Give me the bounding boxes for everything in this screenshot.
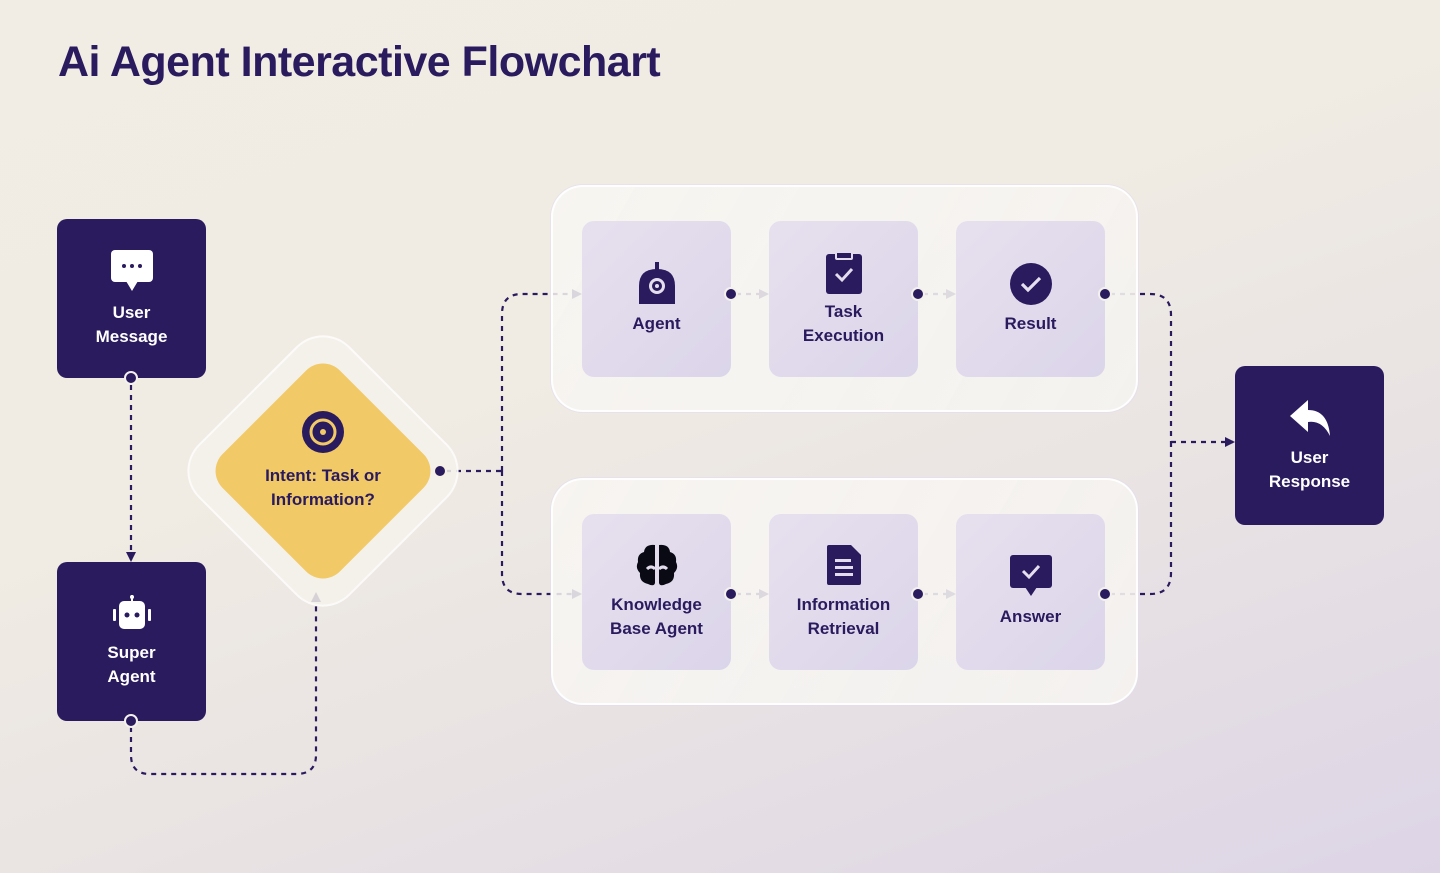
node-label: Super Agent xyxy=(107,642,156,686)
node-label: Knowledge Base Agent xyxy=(610,595,703,638)
robot-icon xyxy=(110,594,154,633)
node-label: Answer xyxy=(999,607,1062,626)
node-super-agent[interactable]: Super Agent xyxy=(57,562,206,721)
chat-bubble-icon xyxy=(110,249,154,293)
page-title: Ai Agent Interactive Flowchart xyxy=(58,38,661,86)
output-port[interactable] xyxy=(124,714,138,728)
target-icon xyxy=(301,410,345,454)
node-label: User Response xyxy=(1268,447,1351,491)
node-label: Information Retrieval xyxy=(796,595,891,638)
output-port[interactable] xyxy=(1098,287,1112,301)
reply-icon xyxy=(1288,398,1332,438)
output-port[interactable] xyxy=(1098,587,1112,601)
decision-content: Intent: Task or Information? xyxy=(228,410,418,512)
node-label: Task Execution xyxy=(802,302,885,345)
output-port[interactable] xyxy=(911,587,925,601)
output-port[interactable] xyxy=(911,287,925,301)
node-label: Intent: Task or Information? xyxy=(265,466,381,509)
message-check-icon xyxy=(1009,555,1053,599)
node-task-execution[interactable]: Task Execution xyxy=(769,221,918,377)
node-answer[interactable]: Answer xyxy=(956,514,1105,670)
output-port[interactable] xyxy=(124,371,138,385)
node-user-response[interactable]: User Response xyxy=(1235,366,1384,525)
node-user-message[interactable]: User Message xyxy=(57,219,206,378)
node-knowledge-base-agent[interactable]: Knowledge Base Agent xyxy=(582,514,731,670)
node-information-retrieval[interactable]: Information Retrieval xyxy=(769,514,918,670)
output-port[interactable] xyxy=(724,287,738,301)
node-label: Result xyxy=(1004,314,1057,333)
node-label: Agent xyxy=(632,314,681,333)
brain-icon xyxy=(635,543,679,587)
node-label: User Message xyxy=(95,302,168,346)
document-icon xyxy=(825,543,863,587)
clipboard-check-icon xyxy=(824,250,864,294)
output-port[interactable] xyxy=(724,587,738,601)
output-port[interactable] xyxy=(433,464,447,478)
node-agent[interactable]: Agent xyxy=(582,221,731,377)
check-circle-icon xyxy=(1009,262,1053,306)
node-result[interactable]: Result xyxy=(956,221,1105,377)
webcam-agent-icon xyxy=(637,262,677,306)
